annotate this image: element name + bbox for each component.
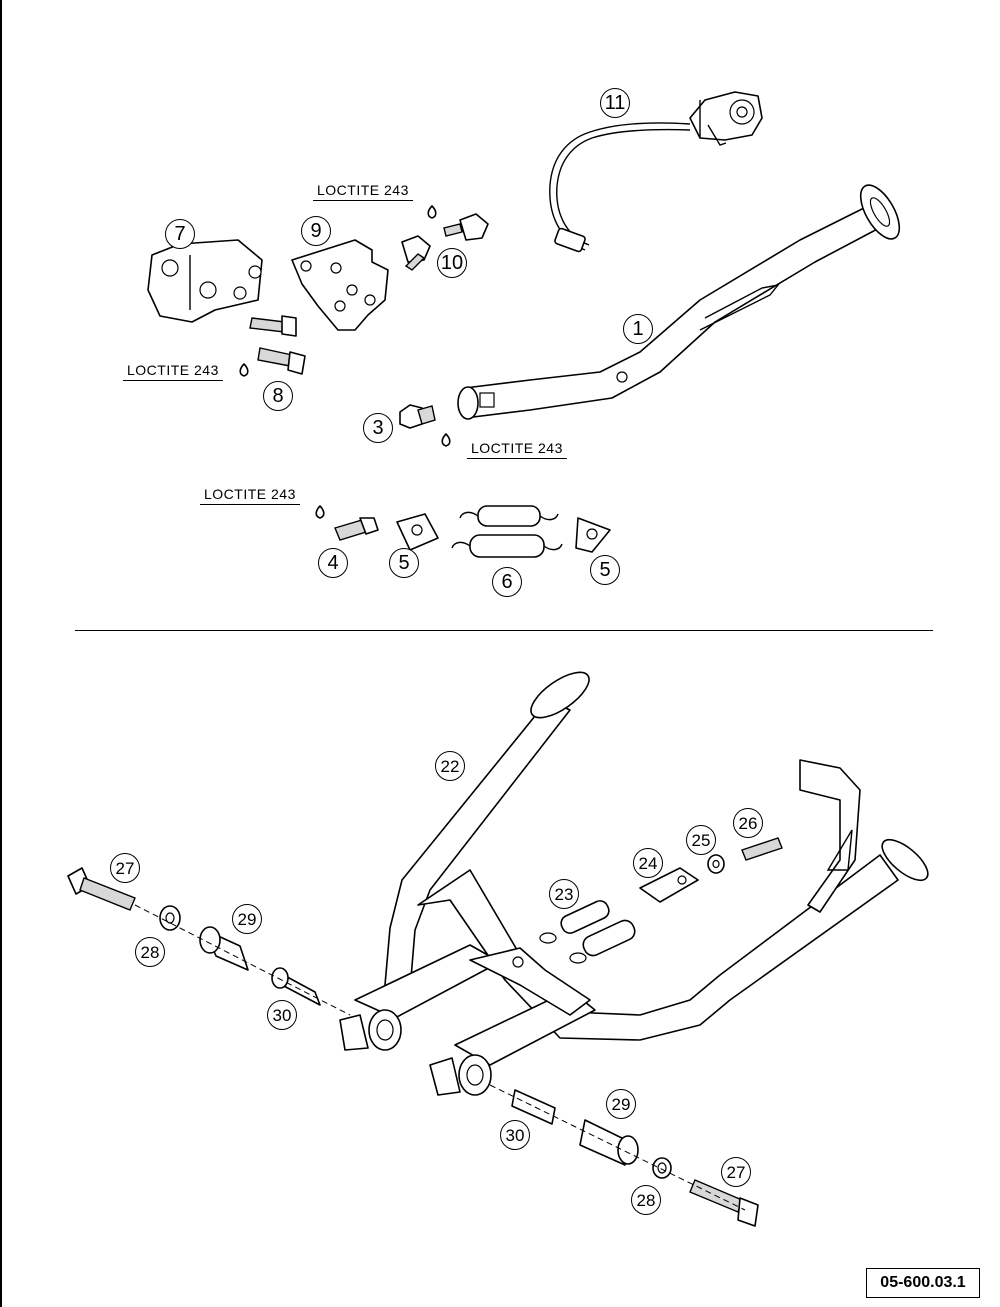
loctite-label-screws: LOCTITE 243 <box>313 182 413 201</box>
callout-11: 11 <box>600 88 630 118</box>
stand-bracket-illustration <box>147 239 263 323</box>
right-pivot-hardware-illustration <box>489 1084 759 1227</box>
loctite-drops <box>239 205 451 519</box>
callout-27-left: 27 <box>110 853 140 883</box>
spring-pair-illustration <box>451 505 563 558</box>
callout-1: 1 <box>623 314 653 344</box>
callout-29-left: 29 <box>232 904 262 934</box>
callout-10: 10 <box>437 248 467 278</box>
small-spring-illustration <box>741 837 783 861</box>
screw-pair-illustration <box>401 213 489 271</box>
page-edge-line <box>0 0 2 1307</box>
loctite-label-stud: LOCTITE 243 <box>200 486 300 505</box>
spring-plate-left-illustration <box>396 513 439 551</box>
left-pivot-hardware-illustration <box>67 867 351 1016</box>
mounting-plate-illustration <box>291 239 389 331</box>
callout-6: 6 <box>492 567 522 597</box>
bolt-pair-illustration <box>249 315 306 375</box>
washer-illustration <box>707 854 725 874</box>
stand-pin-illustration <box>399 404 436 429</box>
callout-25: 25 <box>686 825 716 855</box>
callout-30-left: 30 <box>267 1000 297 1030</box>
callout-27-right: 27 <box>721 1157 751 1187</box>
center-stand-frame-illustration <box>339 671 929 1096</box>
callout-5-right: 5 <box>590 555 620 585</box>
callout-9: 9 <box>301 216 331 246</box>
callout-26: 26 <box>733 808 763 838</box>
loctite-label-pin: LOCTITE 243 <box>467 440 567 459</box>
side-stand-switch-illustration <box>549 91 763 253</box>
callout-22: 22 <box>435 751 465 781</box>
callout-28-left: 28 <box>135 937 165 967</box>
callout-8: 8 <box>263 381 293 411</box>
callout-28-right: 28 <box>631 1185 661 1215</box>
callout-7: 7 <box>165 219 195 249</box>
reference-code: 05-600.03.1 <box>866 1268 980 1298</box>
callout-4: 4 <box>318 548 348 578</box>
callout-24: 24 <box>633 848 663 878</box>
bracket-clip-illustration <box>639 867 699 903</box>
stud-bolt-illustration <box>334 517 379 541</box>
spring-plate-right-illustration <box>575 517 611 553</box>
loctite-label-bolts: LOCTITE 243 <box>123 362 223 381</box>
section-divider <box>75 630 933 631</box>
callout-3: 3 <box>363 413 393 443</box>
callout-30-right: 30 <box>500 1120 530 1150</box>
center-stand-springs-illustration <box>539 900 636 964</box>
callout-29-right: 29 <box>606 1089 636 1119</box>
callout-23: 23 <box>549 879 579 909</box>
callout-5-left: 5 <box>389 548 419 578</box>
side-stand-leg-illustration <box>457 184 901 420</box>
